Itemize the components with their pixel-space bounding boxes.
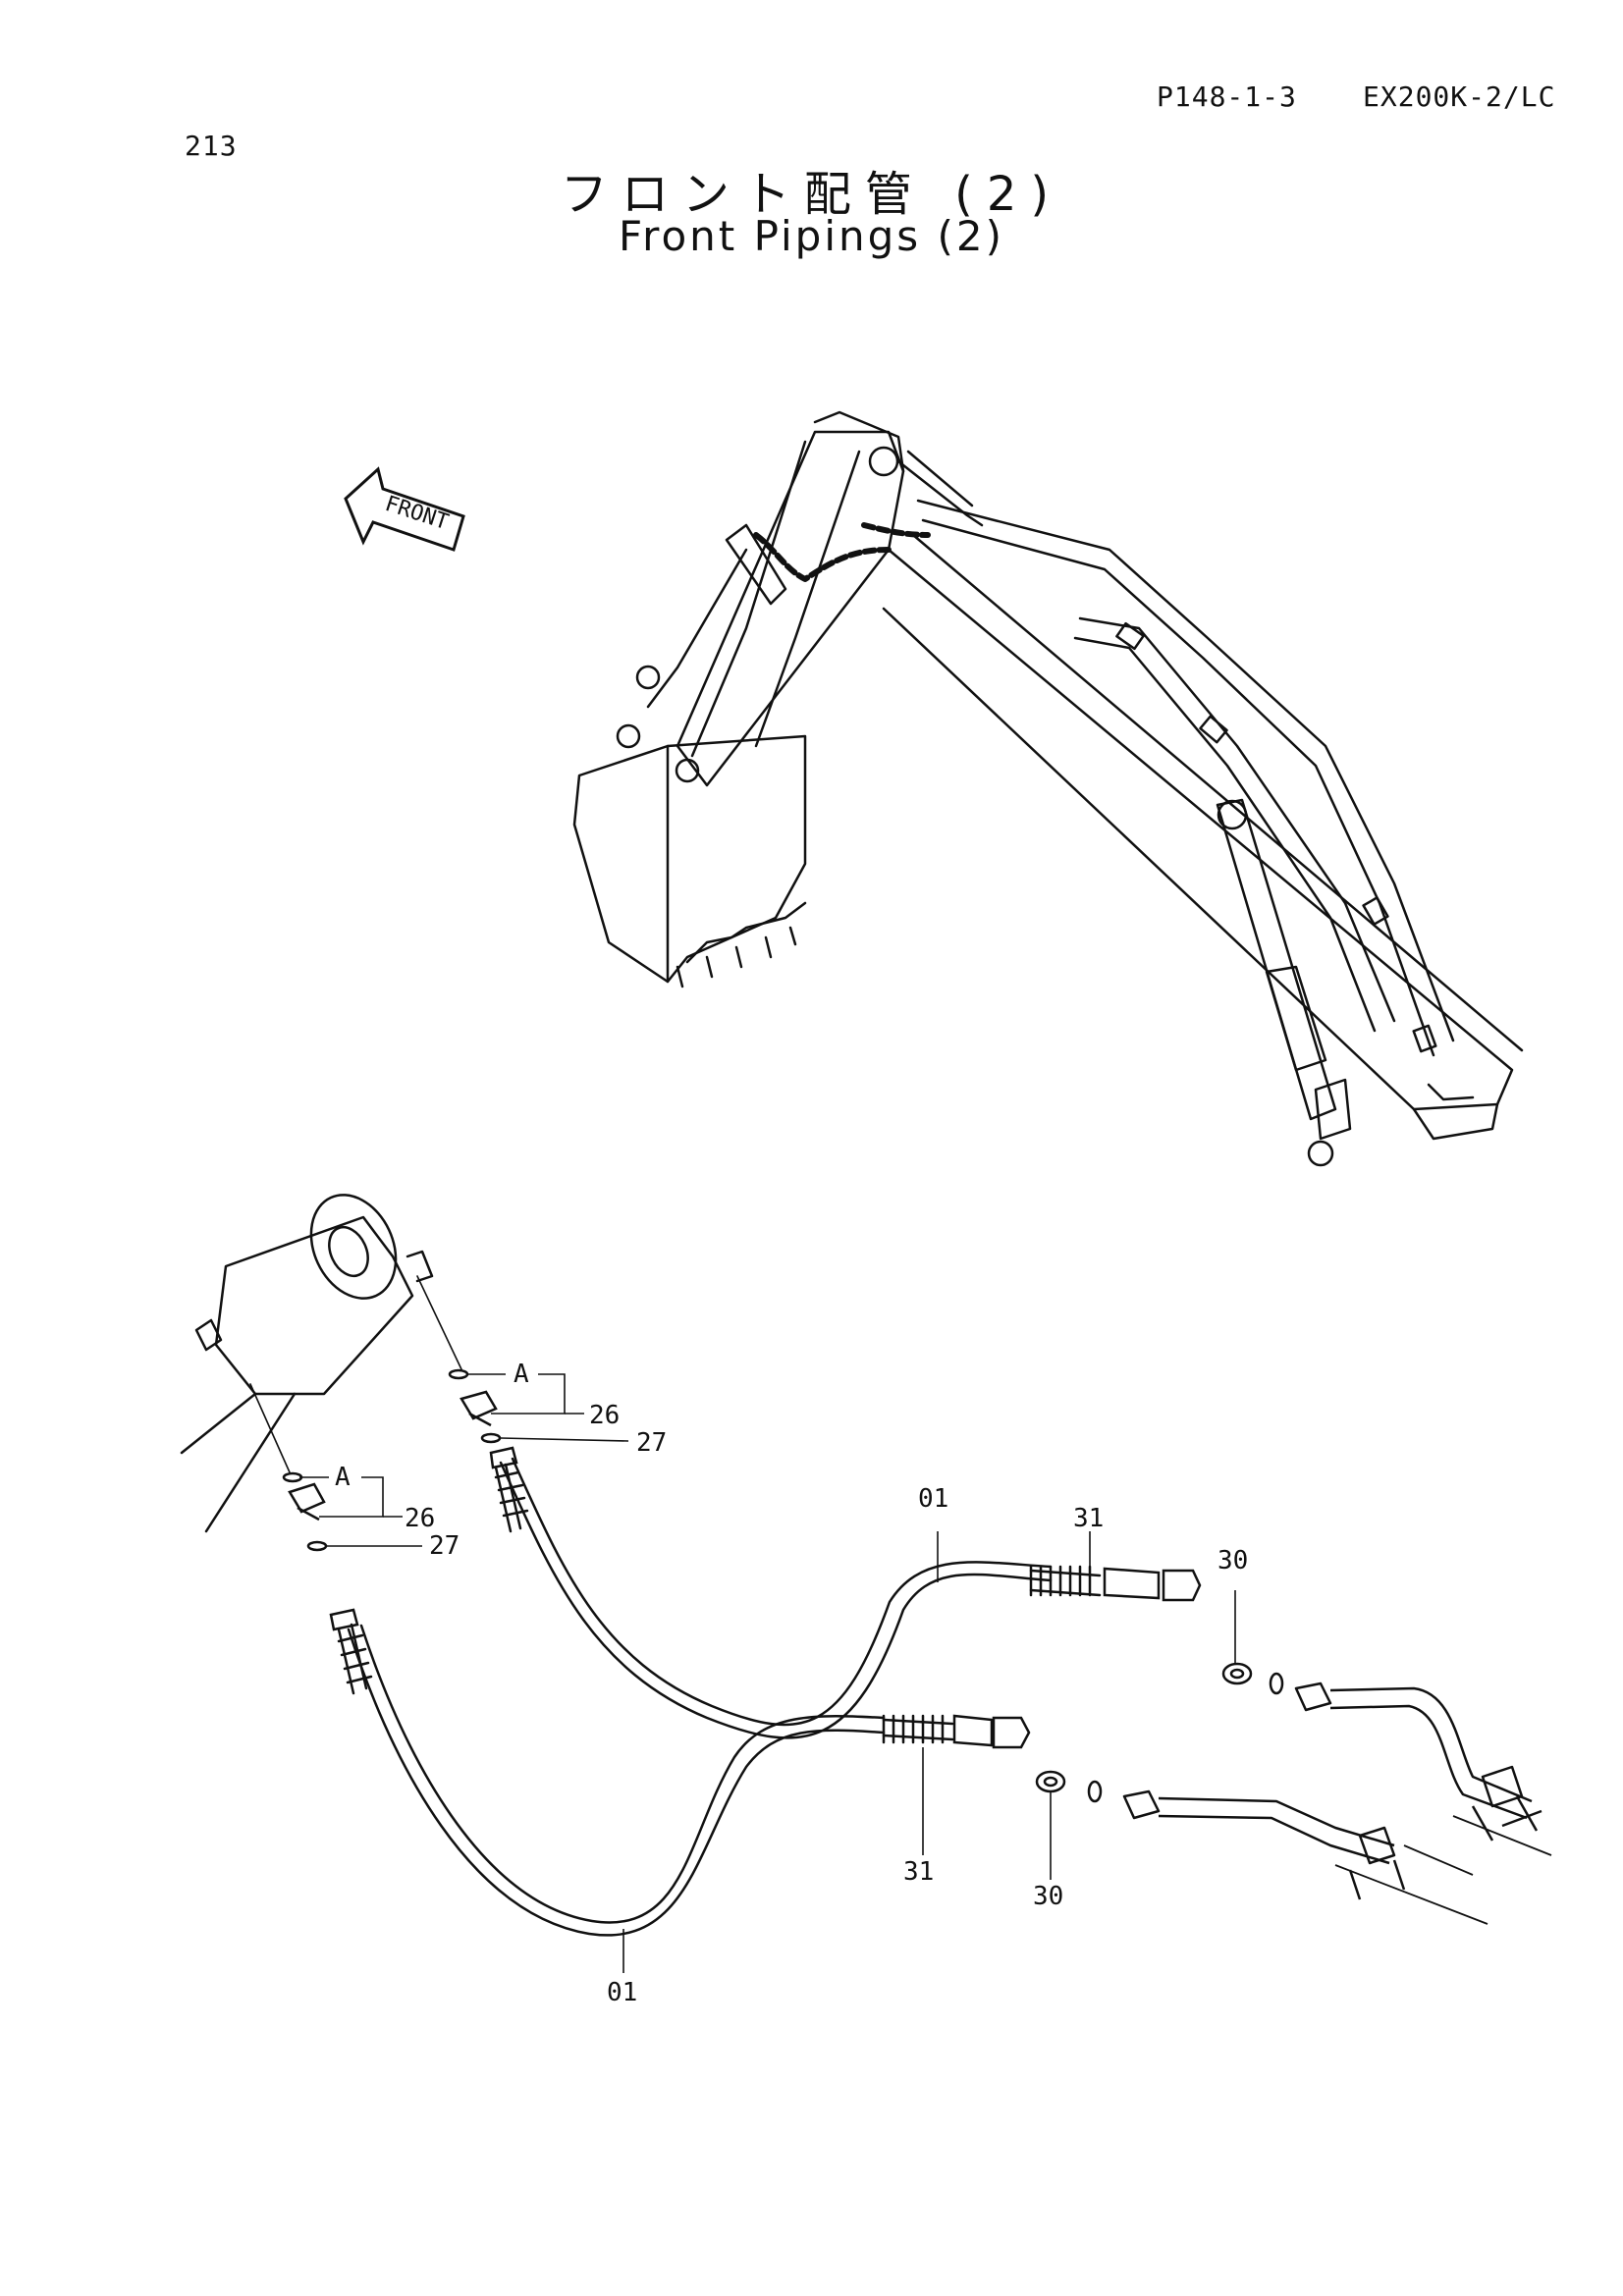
callout-01-lower: 01 (607, 1978, 637, 2007)
callout-leaders (299, 1373, 1236, 1973)
callout-26-lower: 26 (405, 1504, 435, 1533)
fittings-group (282, 1368, 502, 1552)
cylinder-end-detail (180, 1194, 462, 1533)
hose-assemblies (329, 1446, 1202, 1937)
model-code: EX200K-2/LC (1363, 80, 1556, 113)
callout-27-lower: 27 (429, 1531, 460, 1561)
page-number: 213 (185, 130, 238, 162)
callout-01-upper: 01 (918, 1484, 948, 1514)
callout-30-lower: 30 (1033, 1882, 1063, 1911)
callout-27-upper: 27 (636, 1428, 667, 1458)
catalog-reference: P148-1-3 (1157, 80, 1297, 113)
callout-31-upper: 31 (1073, 1504, 1104, 1533)
front-arrow-icon: FRONT (344, 466, 465, 552)
washers-and-seals (1035, 1662, 1284, 1803)
title-english: Front Pipings (2) (619, 212, 1004, 260)
callout-30-upper: 30 (1217, 1546, 1248, 1575)
callout-31-lower: 31 (903, 1857, 934, 1887)
callout-26-upper: 26 (589, 1401, 620, 1430)
callout-a-lower: A (335, 1463, 351, 1492)
steel-pipes (1122, 1682, 1552, 1925)
title-japanese: フロント配管 (2) (560, 167, 1063, 222)
excavator-front-illustration (572, 410, 1524, 1167)
callout-a-upper: A (514, 1360, 529, 1389)
